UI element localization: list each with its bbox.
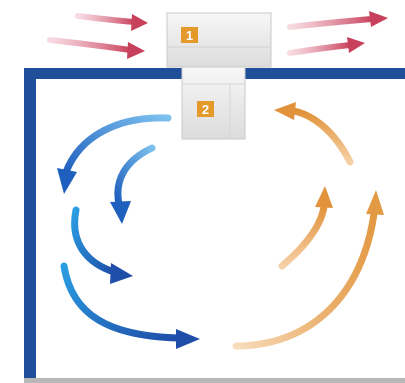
exhaust-arrow-left-top: [75, 13, 148, 31]
cool-air-arrow-mid: [71, 206, 133, 284]
cool-airflow: [57, 114, 200, 349]
cool-air-arrow-outer: [57, 114, 172, 194]
outdoor-unit-badge-label: 1: [186, 28, 193, 43]
warm-air-arrow-outer: [232, 190, 384, 350]
building-outline: [24, 68, 405, 383]
floor-line: [24, 378, 405, 383]
warm-air-arrow-inner: [278, 186, 333, 270]
exhaust-arrow-left-bottom: [47, 37, 145, 59]
ceiling-wall-left: [24, 68, 182, 79]
exhaust-arrow-right-top: [287, 11, 388, 30]
outdoor-unit-badge: [181, 27, 198, 43]
exhaust-arrows: [47, 11, 388, 59]
ceiling-wall-right: [245, 68, 405, 79]
indoor-unit: 2: [181, 66, 246, 140]
outdoor-unit: 1: [166, 12, 272, 68]
warm-airflow: [232, 102, 384, 350]
exhaust-arrow-right-bottom: [287, 37, 365, 56]
left-wall: [24, 68, 36, 383]
indoor-unit-badge: [197, 101, 214, 117]
indoor-unit-badge-label: 2: [202, 102, 209, 117]
cool-air-arrow-inner: [110, 144, 156, 224]
warm-air-arrow-top: [274, 102, 354, 166]
cool-air-arrow-bottom: [60, 262, 200, 349]
